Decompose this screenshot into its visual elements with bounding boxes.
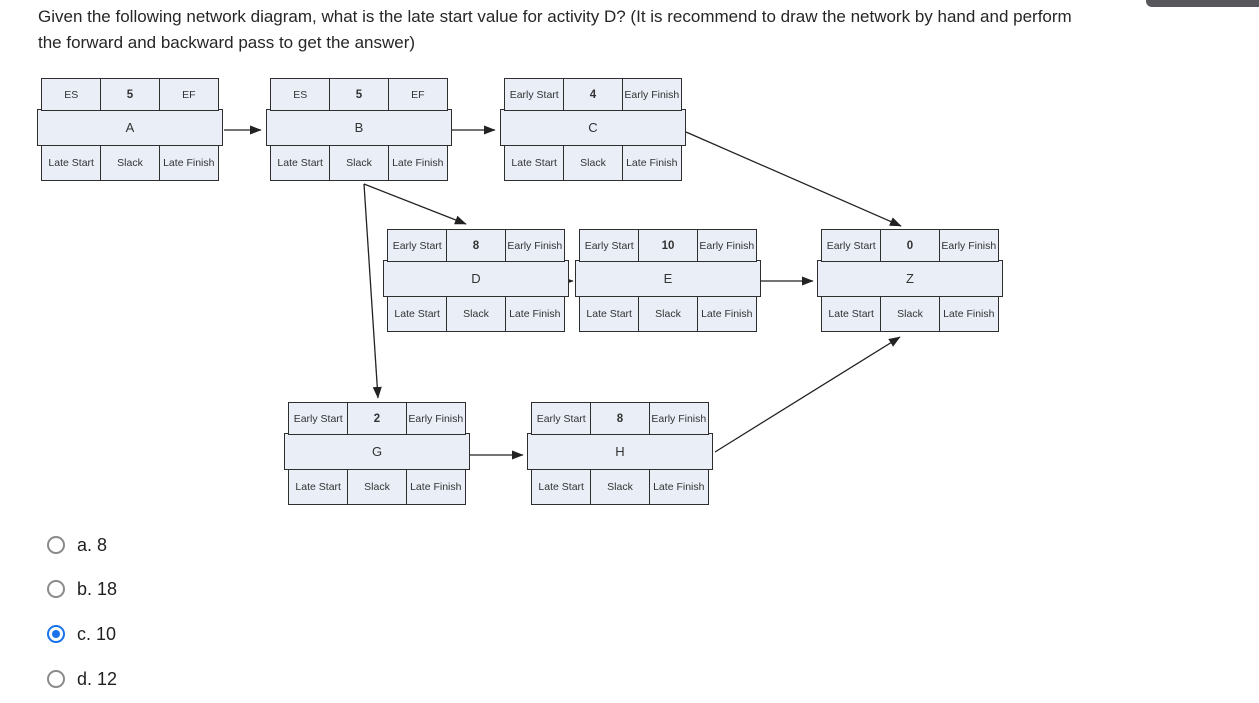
late-finish-cell: Late Finish	[621, 144, 682, 181]
slack-cell: Slack	[879, 295, 941, 332]
duration-cell: 5	[99, 78, 161, 111]
answer-option-c-label: c. 10	[77, 623, 117, 644]
top-right-partial-element	[1146, 0, 1259, 7]
early-finish-cell: EF	[387, 78, 448, 111]
slack-cell: Slack	[99, 144, 161, 181]
late-start-cell: Late Start	[270, 144, 331, 181]
late-finish-cell: Late Finish	[158, 144, 219, 181]
activity-node-a: ES 5 EF A Late Start Slack Late Finish	[37, 78, 223, 181]
activity-node-c: Early Start 4 Early Finish C Late Start …	[500, 78, 686, 181]
edge-c-z	[685, 131, 902, 227]
activity-name-cell: H	[527, 433, 713, 471]
slack-cell: Slack	[637, 295, 699, 332]
early-start-cell: ES	[270, 78, 331, 111]
early-finish-cell: Early Finish	[621, 78, 682, 111]
late-start-cell: Late Start	[387, 295, 448, 332]
question-line-1: Given the following network diagram, wha…	[38, 7, 1072, 26]
late-start-cell: Late Start	[288, 468, 349, 505]
activity-node-b: ES 5 EF B Late Start Slack Late Finish	[266, 78, 452, 181]
activity-node-z: Early Start 0 Early Finish Z Late Start …	[817, 229, 1003, 332]
question-line-2: the forward and backward pass to get the…	[38, 32, 416, 52]
duration-cell: 2	[346, 402, 408, 435]
duration-cell: 5	[328, 78, 390, 111]
edge-h-z	[714, 336, 901, 453]
early-start-cell: Early Start	[288, 402, 349, 435]
radio-button-a[interactable]	[47, 536, 65, 554]
activity-name-cell: D	[383, 260, 569, 298]
answer-option-d[interactable]: d. 12	[47, 668, 117, 690]
late-finish-cell: Late Finish	[405, 468, 466, 505]
activity-name-cell: Z	[817, 260, 1003, 298]
activity-name-cell: C	[500, 109, 686, 147]
early-start-cell: Early Start	[579, 229, 640, 262]
slack-cell: Slack	[328, 144, 390, 181]
early-finish-cell: Early Finish	[696, 229, 757, 262]
radio-button-d[interactable]	[47, 670, 65, 688]
late-finish-cell: Late Finish	[648, 468, 709, 505]
early-start-cell: Early Start	[531, 402, 592, 435]
late-start-cell: Late Start	[531, 468, 592, 505]
duration-cell: 8	[445, 229, 507, 262]
early-finish-cell: Early Finish	[938, 229, 999, 262]
early-start-cell: Early Start	[821, 229, 882, 262]
activity-node-e: Early Start 10 Early Finish E Late Start…	[575, 229, 761, 332]
slack-cell: Slack	[346, 468, 408, 505]
question-text: Given the following network diagram, wha…	[38, 4, 1238, 55]
activity-name-cell: G	[284, 433, 470, 471]
duration-cell: 10	[637, 229, 699, 262]
answer-option-c[interactable]: c. 10	[47, 623, 116, 645]
late-finish-cell: Late Finish	[696, 295, 757, 332]
answer-option-a[interactable]: a. 8	[47, 534, 107, 556]
early-start-cell: Early Start	[504, 78, 565, 111]
duration-cell: 4	[562, 78, 624, 111]
duration-cell: 8	[589, 402, 651, 435]
radio-button-c[interactable]	[47, 625, 65, 643]
edge-b-g	[363, 183, 382, 399]
answer-option-b-label: b. 18	[77, 578, 118, 599]
early-finish-cell: Early Finish	[405, 402, 466, 435]
radio-button-b[interactable]	[47, 580, 65, 598]
answer-option-b[interactable]: b. 18	[47, 578, 117, 600]
duration-cell: 0	[879, 229, 941, 262]
late-start-cell: Late Start	[579, 295, 640, 332]
activity-name-cell: E	[575, 260, 761, 298]
late-finish-cell: Late Finish	[938, 295, 999, 332]
answer-option-d-label: d. 12	[77, 668, 118, 689]
late-finish-cell: Late Finish	[504, 295, 565, 332]
early-start-cell: Early Start	[387, 229, 448, 262]
early-finish-cell: EF	[158, 78, 219, 111]
early-start-cell: ES	[41, 78, 102, 111]
activity-name-cell: B	[266, 109, 452, 147]
answer-option-a-label: a. 8	[77, 534, 108, 555]
activity-node-g: Early Start 2 Early Finish G Late Start …	[284, 402, 470, 505]
late-start-cell: Late Start	[504, 144, 565, 181]
slack-cell: Slack	[445, 295, 507, 332]
late-finish-cell: Late Finish	[387, 144, 448, 181]
early-finish-cell: Early Finish	[504, 229, 565, 262]
late-start-cell: Late Start	[41, 144, 102, 181]
slack-cell: Slack	[589, 468, 651, 505]
edge-b-d	[363, 183, 467, 225]
late-start-cell: Late Start	[821, 295, 882, 332]
activity-node-h: Early Start 8 Early Finish H Late Start …	[527, 402, 713, 505]
activity-name-cell: A	[37, 109, 223, 147]
activity-node-d: Early Start 8 Early Finish D Late Start …	[383, 229, 569, 332]
early-finish-cell: Early Finish	[648, 402, 709, 435]
slack-cell: Slack	[562, 144, 624, 181]
